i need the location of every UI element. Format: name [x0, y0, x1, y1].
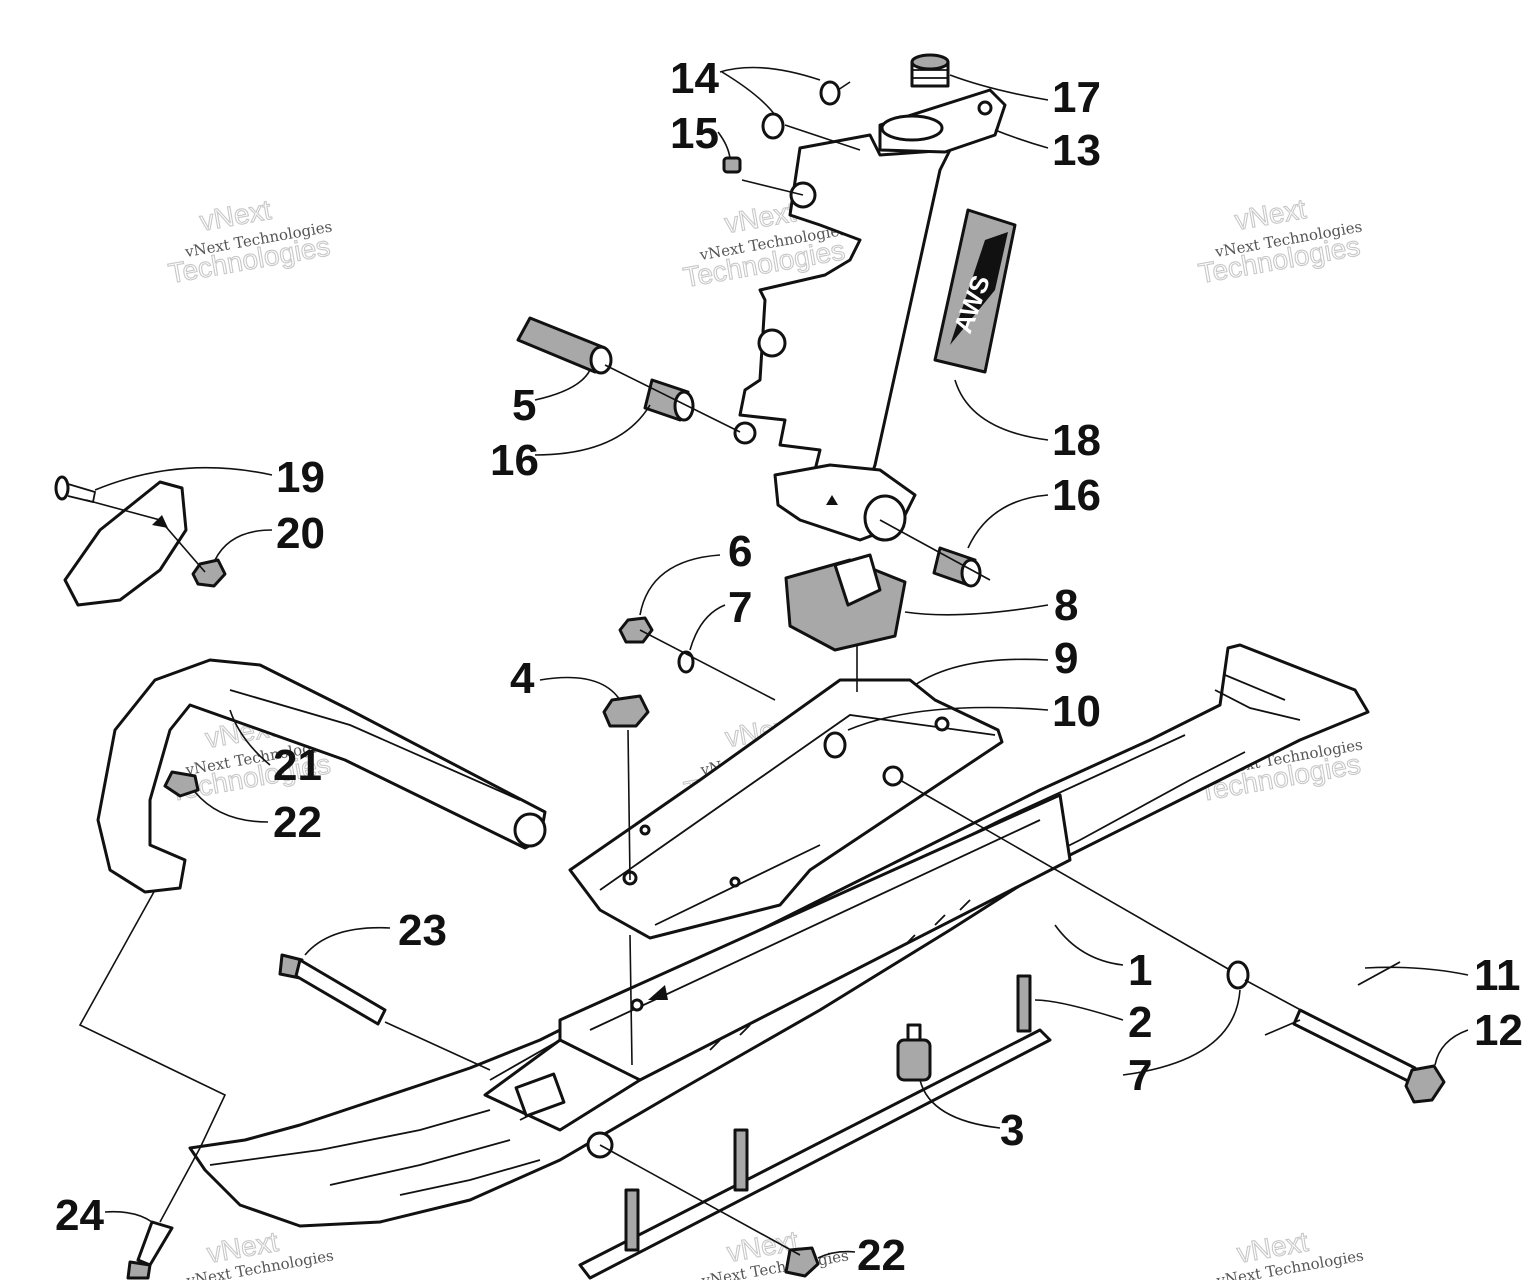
leader-lines — [94, 66, 1469, 1259]
callout-8: 8 — [1054, 581, 1078, 630]
grease-fitting-part-15 — [722, 156, 742, 174]
callout-20: 20 — [276, 509, 325, 558]
nut-part-4 — [602, 694, 650, 728]
washer-part-7-lower — [1226, 960, 1250, 990]
callout-3: 3 — [1000, 1106, 1024, 1155]
callouts: 1 2 3 4 5 6 7 7 8 9 10 11 12 13 14 15 16… — [55, 54, 1523, 1280]
callout-24: 24 — [55, 1191, 104, 1240]
saddle-part-8 — [784, 553, 907, 652]
callout-7: 7 — [1128, 1051, 1152, 1100]
bolt-part-24 — [126, 1220, 174, 1280]
cotter-pin-part-11 — [1357, 961, 1401, 986]
bushing-part-16-lower — [932, 546, 982, 588]
plug-part-17 — [910, 53, 950, 88]
callout-14: 14 — [670, 54, 719, 103]
watermark: vNext vNext Technologies — [1214, 1225, 1365, 1280]
pin-part-5 — [516, 316, 613, 375]
decal-part-18: AWS — [933, 208, 1017, 374]
callout-7: 7 — [728, 583, 752, 632]
nut-part-6 — [618, 616, 654, 644]
callout-21: 21 — [273, 741, 322, 790]
callout-12: 12 — [1474, 1006, 1523, 1055]
callout-11: 11 — [1474, 951, 1521, 1000]
washer-part-14 — [761, 112, 785, 140]
damper-part-3 — [896, 1023, 932, 1082]
callout-16: 16 — [1052, 471, 1101, 520]
spindle-part-13 — [733, 88, 1007, 542]
washer-part-10 — [823, 731, 847, 759]
callout-19: 19 — [276, 453, 325, 502]
nut-part-22-lower — [784, 1246, 820, 1278]
ski-part-1 — [188, 643, 1370, 1280]
stud-part-2 — [624, 1188, 640, 1252]
callout-18: 18 — [1052, 416, 1101, 465]
callout-6: 6 — [728, 527, 752, 576]
callout-16: 16 — [490, 436, 539, 485]
callout-22: 22 — [273, 798, 322, 847]
callout-23: 23 — [398, 906, 447, 955]
callout-17: 17 — [1052, 73, 1101, 122]
bushing-part-16-upper — [643, 378, 695, 422]
bolt-part-23 — [278, 953, 387, 1026]
washer-part-7-upper — [677, 650, 695, 674]
callout-2: 2 — [1128, 998, 1152, 1047]
bolt-part-12 — [1292, 1008, 1446, 1104]
watermark: vNext Technologies vNext Technologies — [1195, 193, 1363, 290]
callout-9: 9 — [1054, 634, 1078, 683]
callout-10: 10 — [1052, 687, 1101, 736]
callout-5: 5 — [512, 381, 536, 430]
callout-22: 22 — [857, 1231, 906, 1280]
washer-part-14 — [819, 80, 841, 106]
callout-4: 4 — [510, 654, 535, 703]
watermark: vNext Technologies vNext Technologies — [165, 193, 333, 289]
assembly-lines — [78, 81, 1311, 1256]
nut-part-22-upper — [163, 770, 200, 798]
callout-15: 15 — [670, 109, 719, 158]
stud-part-2 — [733, 1128, 749, 1192]
callout-13: 13 — [1052, 126, 1101, 175]
mount-part-9 — [568, 678, 1004, 940]
stud-part-2 — [1016, 974, 1032, 1033]
callout-1: 1 — [1128, 946, 1152, 995]
ski-loop-part-21 — [96, 658, 547, 894]
guard-part-19-20 — [54, 475, 227, 607]
watermark: vNext vNext Technologies — [699, 1224, 850, 1280]
